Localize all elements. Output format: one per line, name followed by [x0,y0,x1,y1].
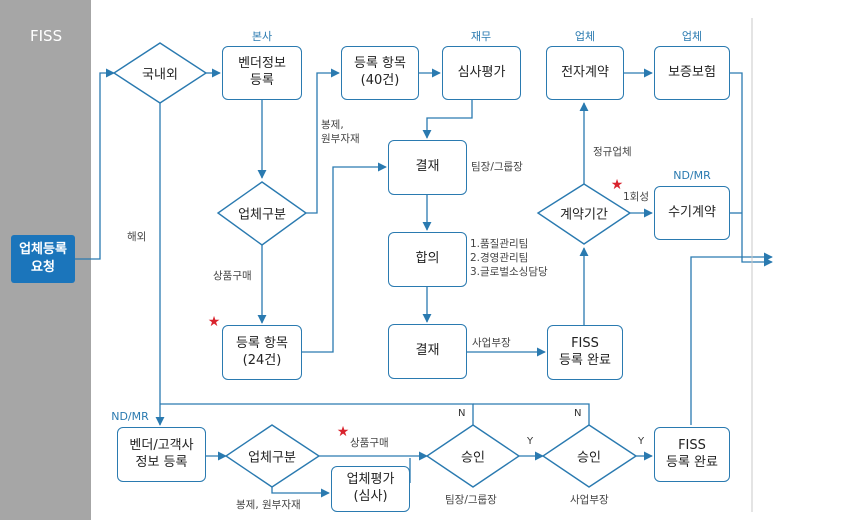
label-product-buy-2: 상품구매 [350,437,389,449]
sidebar-title: FISS [30,27,63,45]
label-y-2: Y [638,436,645,447]
label-sewing: 봉제, 원부자재 [321,119,360,146]
label-y-1: Y [527,436,534,447]
approval-box-1: 결재 [388,140,467,195]
label-product-buy-1: 상품구매 [213,270,252,282]
role-ndmr-2: ND/MR [111,410,149,423]
diamond-type1 [216,181,308,246]
review-box: 심사평가 [442,46,521,100]
label-n-2: N [574,408,582,419]
role-hq: 본사 [251,30,273,43]
label-regular-vendor: 정규업체 [593,146,632,158]
label-n-1: N [458,408,466,419]
approval-decision-2: 승인 [577,450,601,466]
approval-box-2: 결재 [388,324,467,379]
role-vendor-1: 업체 [574,30,596,43]
label-team-lead-2: 팀장/그룹장 [445,494,497,506]
diamond-ok2 [541,424,638,488]
role-vendor-2: 업체 [681,30,703,43]
domestic-decision: 국내외 [142,67,178,83]
label-team-lead-1: 팀장/그룹장 [471,161,523,173]
end-node: PO생성 가능 [774,238,840,286]
vendor-review-box: 업체평가 (심사) [331,466,410,512]
items-24-box: 등록 항목 (24건) [222,325,302,380]
label-overseas: 해외 [127,231,147,243]
approval-decision-1: 승인 [461,450,485,466]
vendor-info-box: 벤더정보 등록 [222,46,302,100]
role-finance: 재무 [470,30,492,43]
diamond-type2 [224,424,321,488]
e-contract-box: 전자계약 [546,46,624,100]
label-biz-head-1: 사업부장 [472,337,511,349]
start-node: 업체등록 요청 [11,235,75,283]
diamond-domestic [112,42,208,104]
label-biz-head-2: 사업부장 [570,494,609,506]
label-one-time: 1회성 [623,191,650,203]
diamond-ok1 [425,424,521,488]
insurance-box: 보증보험 [654,46,730,100]
role-ndmr-1: ND/MR [673,169,711,182]
label-sewing-2: 봉제, 원부자재 [236,499,301,511]
fiss-done-box-2: FISS 등록 완료 [654,427,730,482]
items-40-box: 등록 항목 (40건) [341,46,419,100]
label-agree-teams: 1.품질관리팀 2.경영관리팀 3.글로벌소싱담당 [470,238,548,279]
vendor-type-decision: 업체구분 [238,207,286,223]
agreement-box: 합의 [388,232,467,287]
star-icon: ★ [336,424,350,440]
diamond-period [536,183,632,245]
fiss-done-box-1: FISS 등록 완료 [547,325,623,380]
contract-period-decision: 계약기간 [560,207,608,223]
star-icon: ★ [207,314,221,330]
vendor-customer-box: 벤더/고객사 정보 등록 [117,427,206,482]
vendor-type-decision-2: 업체구분 [248,450,296,466]
star-icon: ★ [610,177,624,193]
manual-contract-box: 수기계약 [654,186,730,240]
